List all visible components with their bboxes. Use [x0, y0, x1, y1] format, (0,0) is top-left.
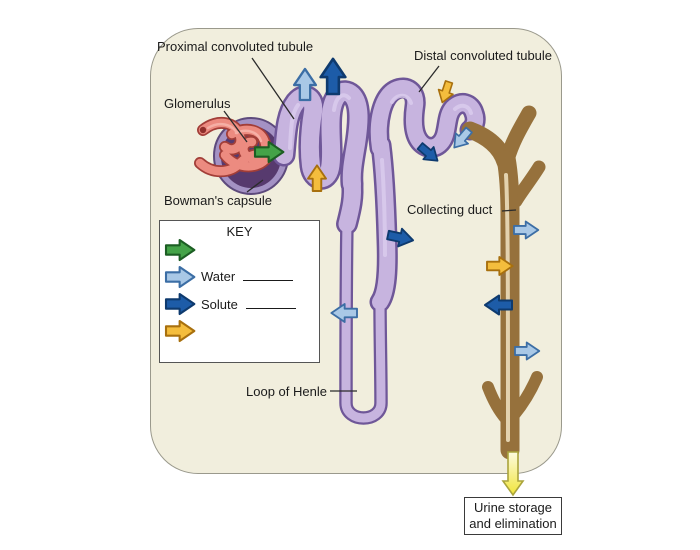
collecting-duct-label: Collecting duct — [407, 202, 493, 217]
key-water-blank — [243, 269, 294, 281]
proximal-tubule-label: Proximal convoluted tubule — [157, 39, 314, 54]
key-row-solute: Solute — [201, 297, 296, 312]
key-row-water: Water — [201, 269, 294, 284]
key-solute-blank — [245, 297, 296, 309]
key-solute-label: Solute — [201, 297, 238, 312]
key-water-label: Water — [201, 269, 236, 284]
key-box: KEY Water Solute — [159, 220, 320, 363]
urine-storage-box: Urine storage and elimination — [464, 497, 562, 535]
glomerulus-label: Glomerulus — [164, 96, 231, 111]
loop-of-henle-label: Loop of Henle — [246, 384, 327, 399]
key-title: KEY — [226, 224, 253, 239]
bowmans-capsule-label: Bowman's capsule — [164, 193, 272, 208]
distal-tubule-label: Distal convoluted tubule — [414, 48, 553, 63]
